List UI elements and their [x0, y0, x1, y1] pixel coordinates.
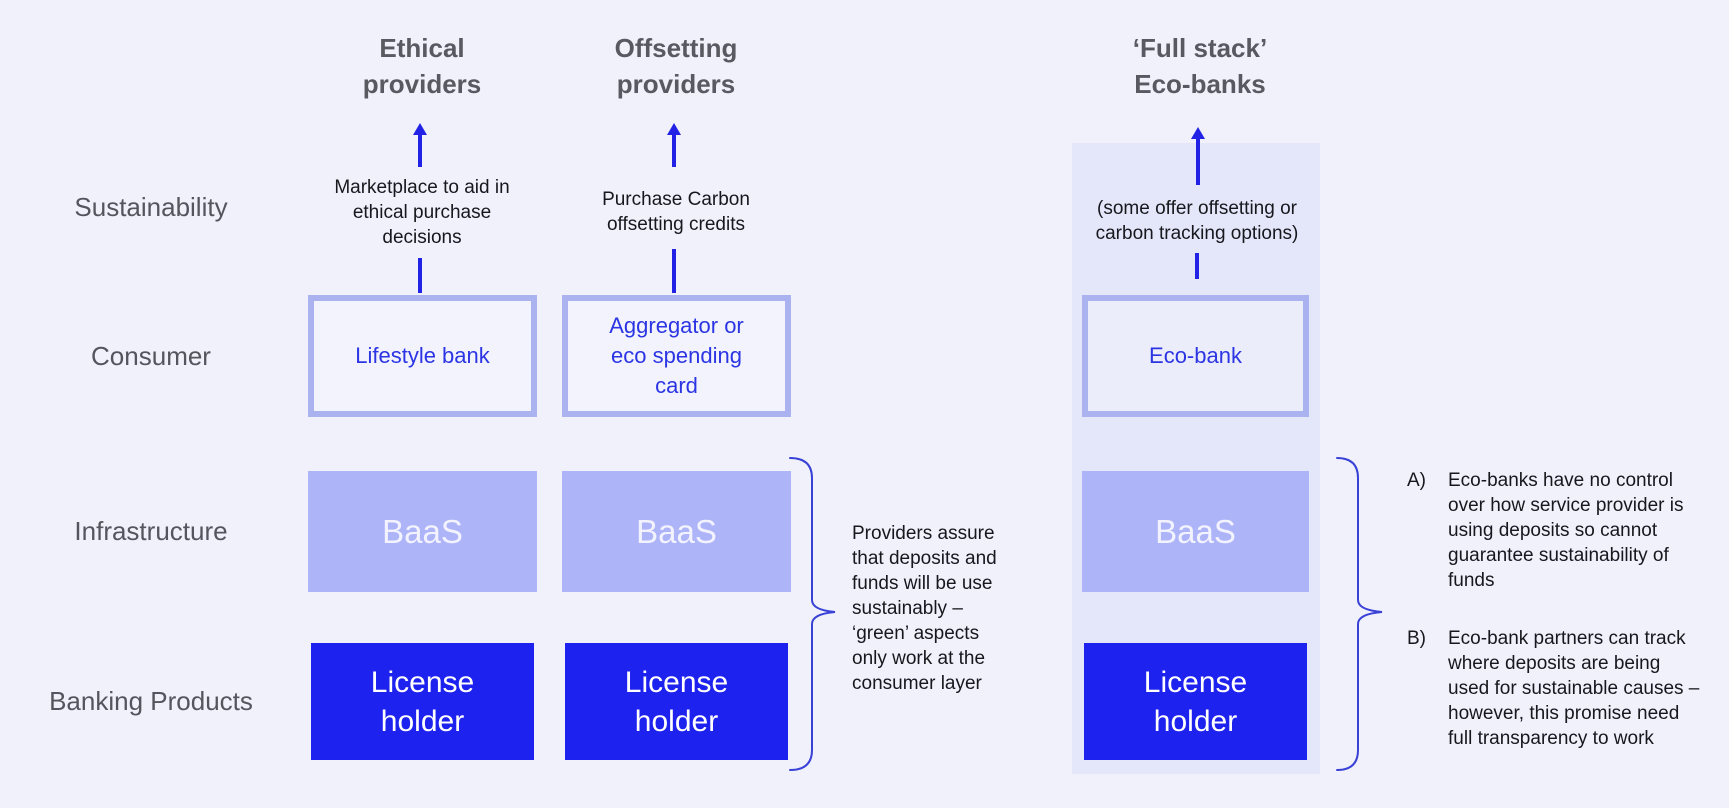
consumer-box-aggregator: Aggregator or eco spending card — [562, 295, 791, 417]
point-a-label: A) — [1407, 470, 1426, 491]
infrastructure-box-baas: BaaS — [562, 471, 791, 592]
curly-brace-icon — [789, 457, 836, 771]
connector-line — [672, 249, 676, 293]
connector-line — [418, 258, 422, 293]
sustainability-note-eco-bank: (some offer offsetting or carbon trackin… — [1095, 198, 1299, 244]
column-header-offsetting-providers: Offsetting providers — [614, 33, 738, 99]
infrastructure-box-baas: BaaS — [308, 471, 537, 592]
column-header-full-stack-eco-banks: ‘Full stack’ Eco-banks — [1132, 33, 1268, 99]
banking-box-license-holder: License holder — [1084, 643, 1307, 760]
up-arrow-icon — [413, 123, 427, 167]
row-label-infrastructure: Infrastructure — [74, 516, 228, 546]
sustainability-note-offsetting: Purchase Carbon offsetting credits — [602, 189, 750, 235]
row-label-sustainability: Sustainability — [74, 192, 228, 222]
banking-box-license-holder: License holder — [311, 643, 534, 760]
up-arrow-icon — [667, 123, 681, 167]
sustainability-note-ethical: Marketplace to aid in ethical purchase d… — [334, 177, 510, 248]
point-a-text: Eco-banks have no control over how servi… — [1448, 470, 1684, 591]
point-b-text: Eco-bank partners can track where deposi… — [1448, 628, 1700, 749]
point-b-label: B) — [1407, 628, 1426, 649]
curly-brace-icon — [1336, 457, 1383, 771]
row-label-banking-products: Banking Products — [49, 686, 253, 716]
column-header-ethical-providers: Ethical providers — [362, 33, 482, 99]
connector-line — [1195, 253, 1199, 279]
consumer-box-eco-bank: Eco-bank — [1082, 295, 1309, 417]
consumer-box-lifestyle-bank: Lifestyle bank — [308, 295, 537, 417]
row-label-consumer: Consumer — [91, 341, 211, 371]
banking-box-license-holder: License holder — [565, 643, 788, 760]
up-arrow-icon — [1191, 127, 1205, 185]
infrastructure-box-baas: BaaS — [1082, 471, 1309, 592]
middle-brace-note: Providers assure that deposits and funds… — [852, 523, 997, 694]
